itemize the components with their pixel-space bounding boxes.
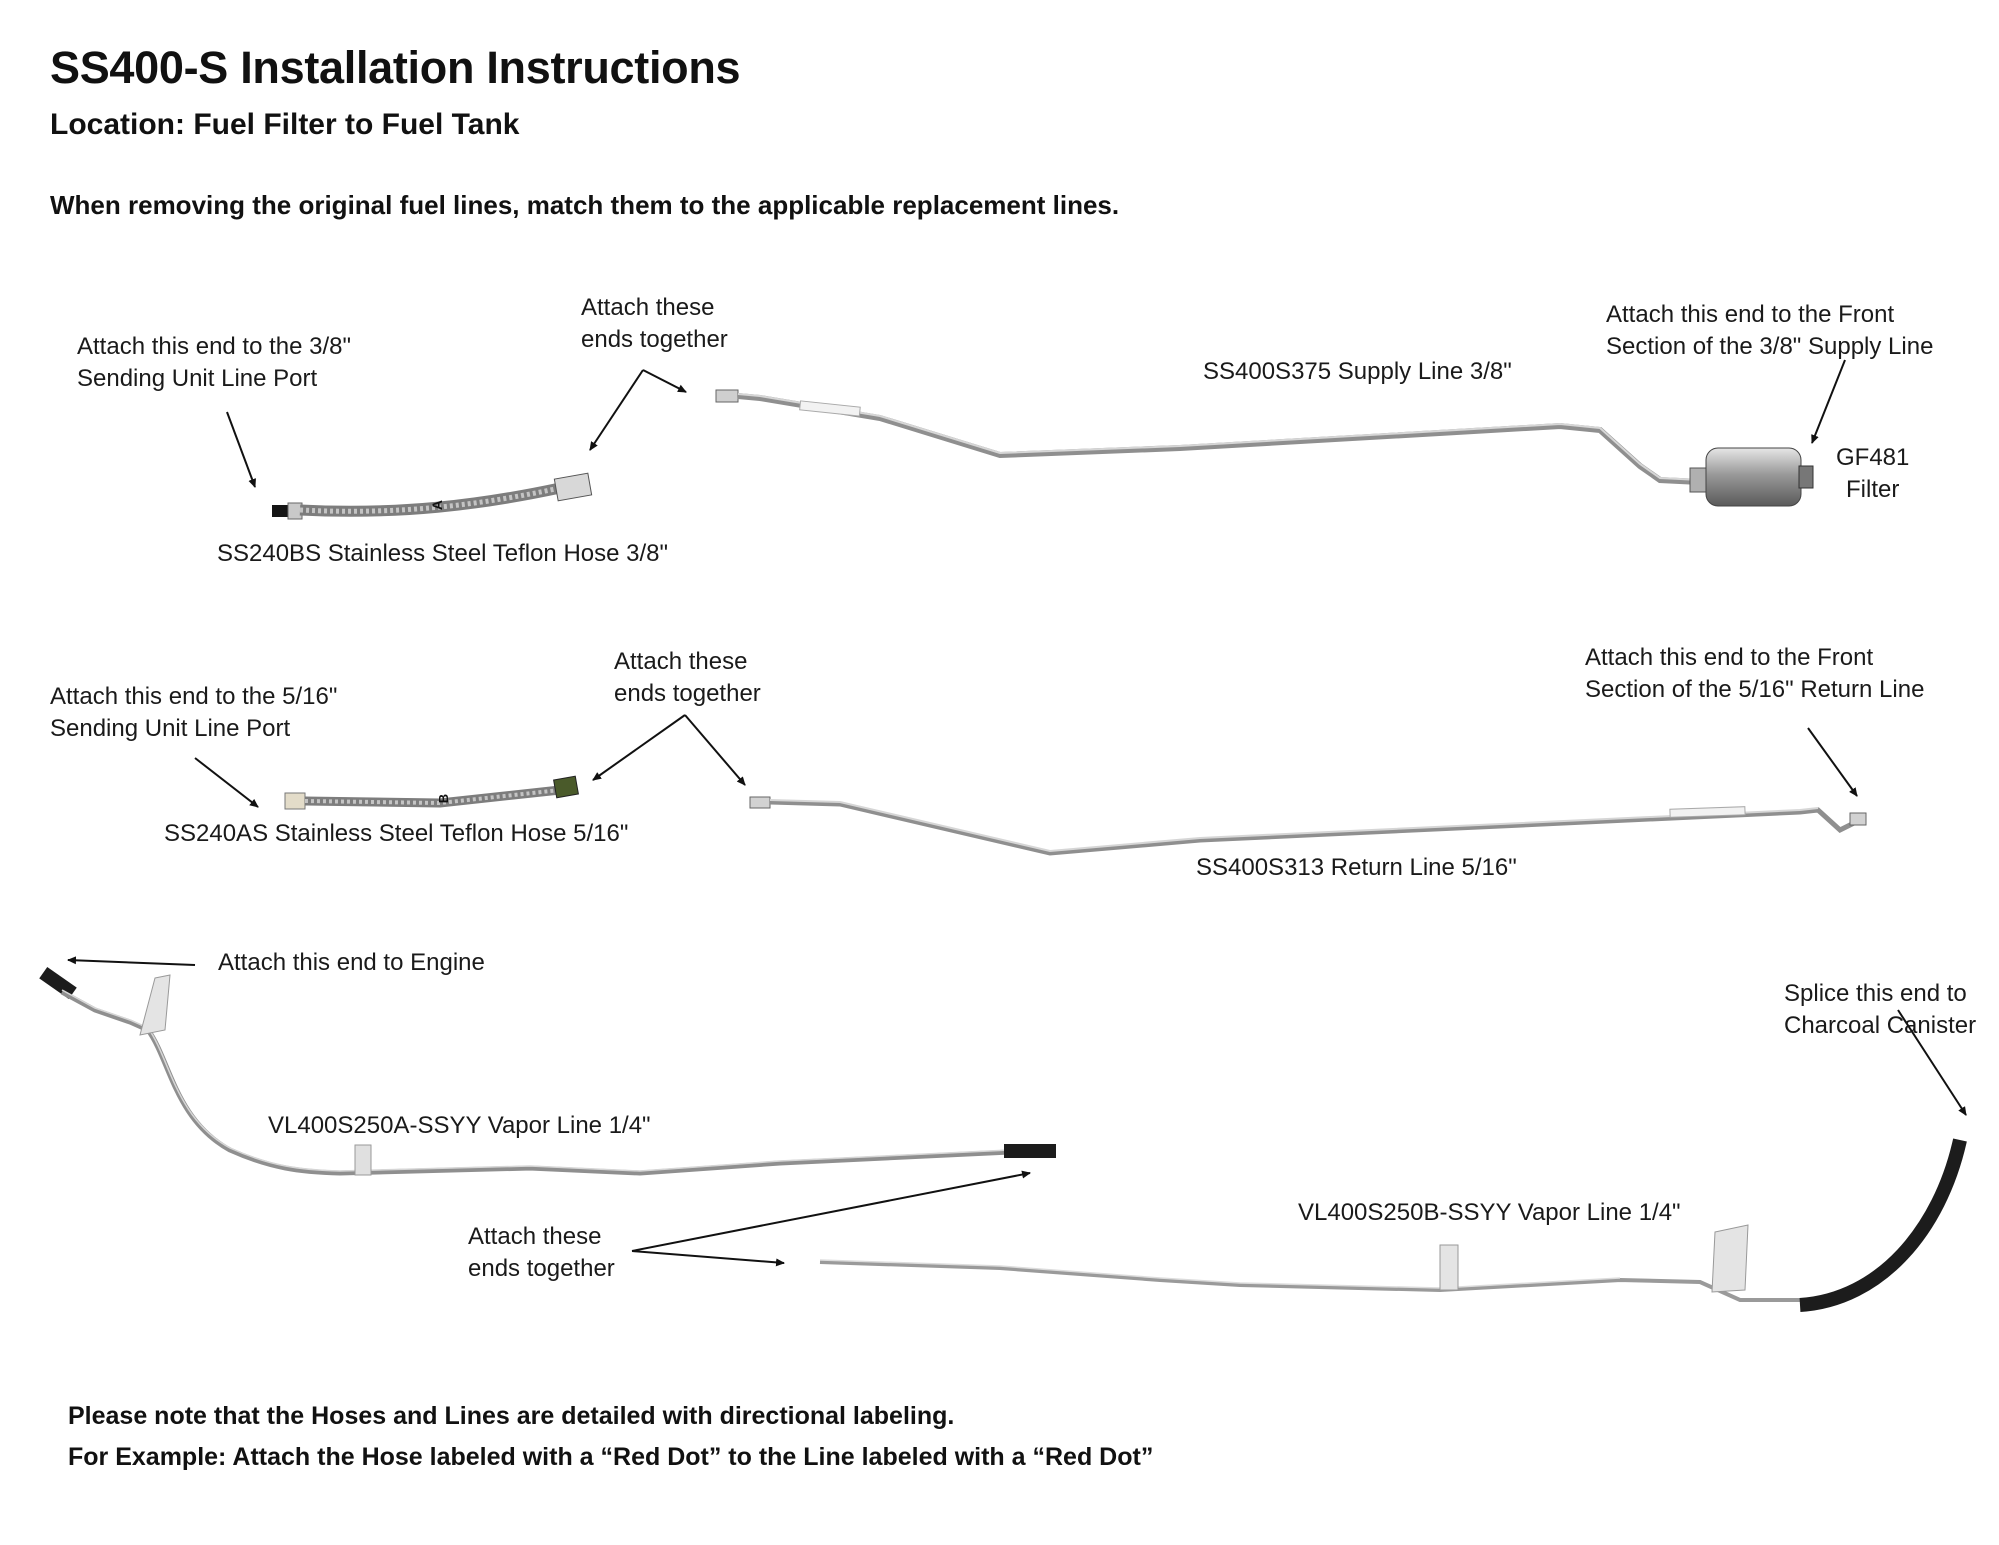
red-dot-example-note: For Example: Attach the Hose labeled wit… <box>68 1443 1154 1471</box>
arrow-supply-front-section <box>1811 359 1846 444</box>
vapor-line-b-label: VL400S250B-SSYY Vapor Line 1/4" <box>1298 1199 1681 1226</box>
arrow-return-attach-line <box>684 714 746 786</box>
return-line-label: SS400S313 Return Line 5/16" <box>1196 854 1517 881</box>
supply-attach-together-note: Attach these ends together <box>581 294 728 353</box>
return-hose-braid <box>304 785 561 808</box>
return-hose-end-fitting <box>284 792 306 810</box>
vapor-line-a <box>39 966 1056 1176</box>
arrow-return-sending-port <box>194 757 259 808</box>
directional-labeling-note: Please note that the Hoses and Lines are… <box>68 1402 955 1430</box>
supply-hose-nut <box>287 502 303 520</box>
return-line-flare-nut <box>749 796 771 809</box>
vapor-b-clip-1 <box>1439 1244 1459 1291</box>
supply-hose-fitting <box>553 472 593 502</box>
gf481-filter <box>1705 447 1814 507</box>
filter-outlet-fitting <box>1798 465 1814 489</box>
pointer-arrows <box>67 359 1967 1267</box>
return-hose-label: SS240AS Stainless Steel Teflon Hose 5/16… <box>164 820 629 847</box>
supply-hose <box>272 472 593 520</box>
arrow-supply-attach-hose <box>589 369 644 451</box>
arrow-return-front-section <box>1807 727 1858 797</box>
vapor-b-tube <box>819 1260 1800 1302</box>
vapor-b-clip-2 <box>1711 1224 1749 1293</box>
vapor-line-b <box>819 1138 1967 1312</box>
arrow-vapor-engine <box>67 956 196 966</box>
return-line-tube <box>769 799 1862 856</box>
arrow-supply-sending-port <box>226 411 256 488</box>
supply-line <box>715 389 1709 493</box>
arrow-vapor-attach-a <box>631 1170 1031 1252</box>
return-hose <box>284 775 579 810</box>
vapor-b-rubber-hose <box>1799 1138 1967 1312</box>
arrow-vapor-attach-b <box>631 1250 785 1267</box>
vapor-a-engine-connector <box>39 966 77 1000</box>
return-hose-fitting <box>553 775 579 799</box>
vapor-a-quick-connect <box>1004 1144 1056 1158</box>
supply-hose-label: SS240BS Stainless Steel Teflon Hose 3/8" <box>217 540 669 567</box>
vapor-engine-note: Attach this end to Engine <box>218 949 485 976</box>
supply-sending-port-note: Attach this end to the 3/8" Sending Unit… <box>77 333 352 392</box>
supply-front-section-note: Attach this end to the Front Section of … <box>1606 301 1934 360</box>
supply-line-label: SS400S375 Supply Line 3/8" <box>1203 358 1512 385</box>
return-attach-together-note: Attach these ends together <box>614 648 761 707</box>
return-line-end-fitting <box>1849 812 1867 826</box>
filter-inlet-fitting <box>1689 467 1709 493</box>
vapor-attach-together-note: Attach these ends together <box>468 1223 615 1282</box>
return-hose-tag: B <box>436 793 452 804</box>
arrow-supply-attach-line <box>642 369 687 393</box>
vapor-a-tube <box>60 989 1050 1176</box>
supply-line-tube <box>737 393 1701 485</box>
return-front-section-note: Attach this end to the Front Section of … <box>1585 644 1925 703</box>
vapor-a-clip <box>139 974 171 1036</box>
supply-hose-tag: A <box>429 499 446 511</box>
return-line <box>749 796 1867 856</box>
return-sending-port-note: Attach this end to the 5/16" Sending Uni… <box>50 683 338 742</box>
arrow-vapor-canister <box>1897 1009 1967 1116</box>
match-instruction: When removing the original fuel lines, m… <box>50 190 1120 220</box>
vapor-line-a-label: VL400S250A-SSYY Vapor Line 1/4" <box>268 1112 651 1139</box>
supply-line-label-tag <box>799 400 861 417</box>
page-title: SS400-S Installation Instructions <box>50 42 741 93</box>
filter-label: GF481 Filter <box>1836 444 1910 503</box>
filter-canister <box>1705 447 1802 507</box>
vapor-a-mid-clip <box>354 1144 372 1176</box>
location-subtitle: Location: Fuel Filter to Fuel Tank <box>50 108 520 141</box>
return-line-label-tag <box>1669 806 1746 818</box>
arrow-return-attach-hose <box>592 714 686 781</box>
supply-hose-end-fitting <box>272 505 290 517</box>
vapor-canister-note: Splice this end to Charcoal Canister <box>1784 980 1977 1039</box>
supply-line-flare-nut <box>715 389 739 403</box>
